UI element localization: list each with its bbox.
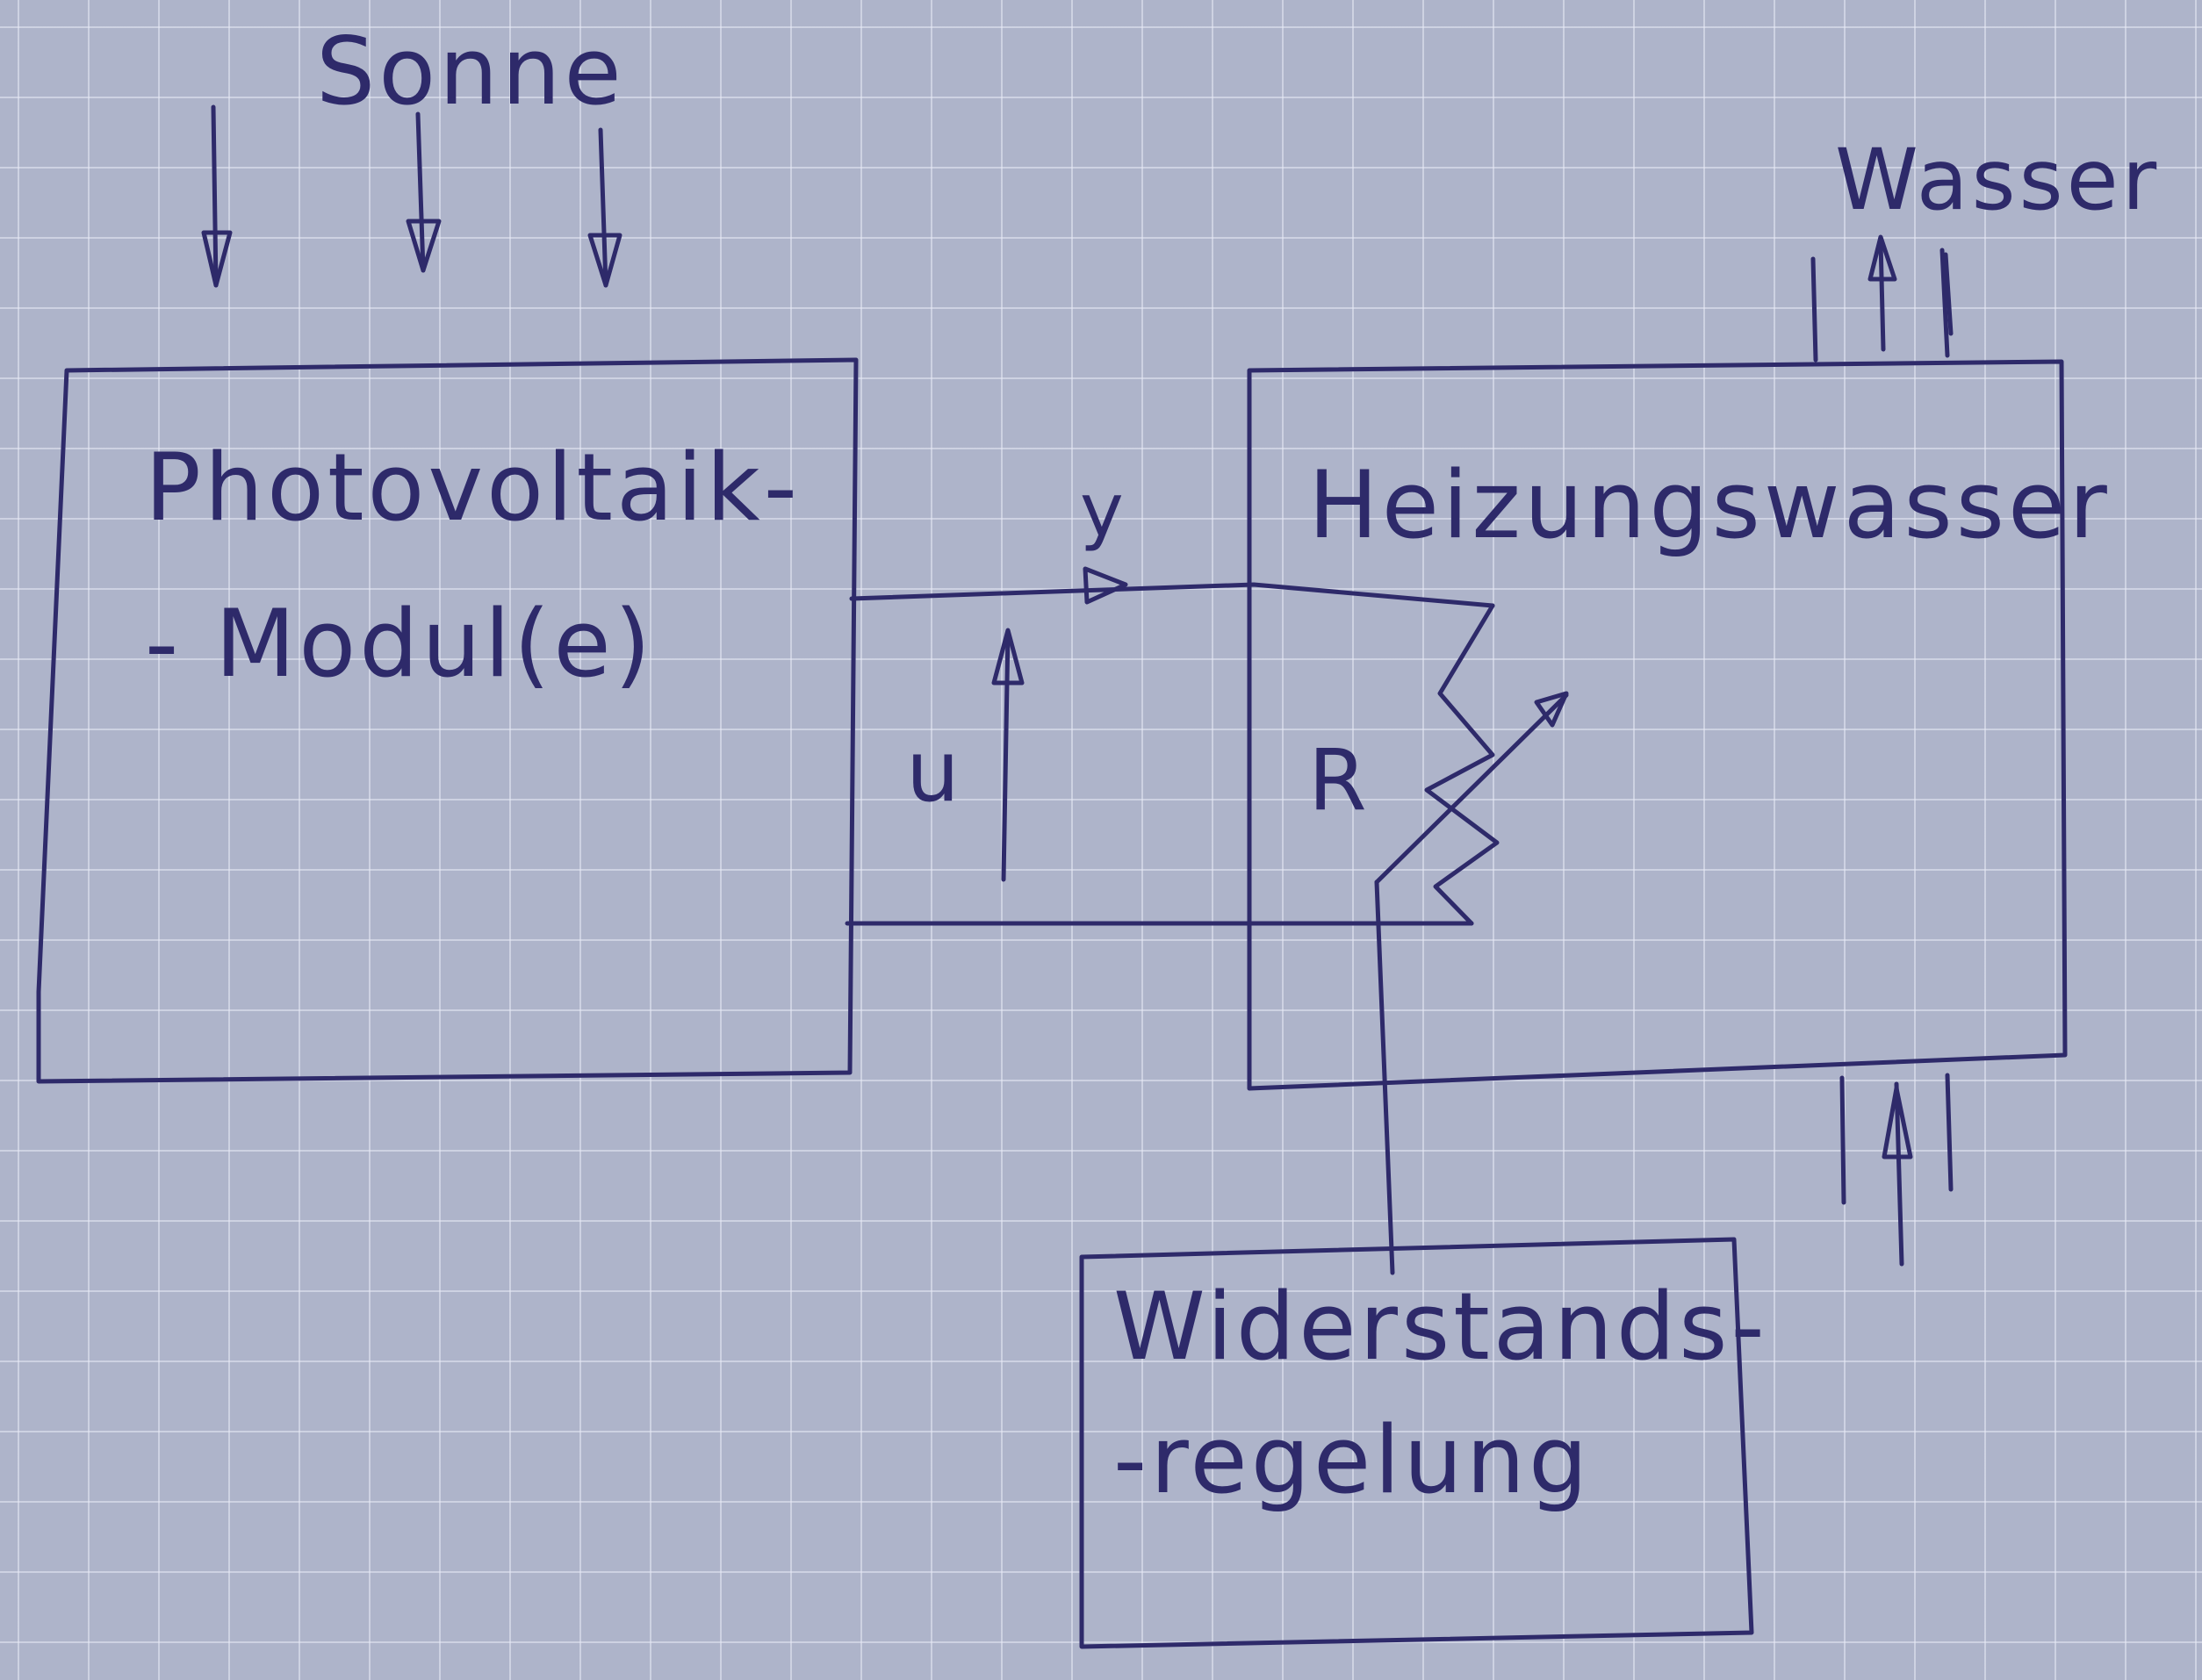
- pv-label-line1: Photovoltaik-: [145, 434, 801, 542]
- pv-module-box: [36, 357, 859, 1084]
- voltage-arrow-head: [991, 628, 1025, 686]
- water-label: Wasser: [1835, 131, 2160, 229]
- sun-rays: [201, 104, 622, 288]
- sun-label: Sonne: [316, 18, 625, 126]
- current-label: y: [1080, 467, 1126, 553]
- current-arrow: [1083, 566, 1128, 605]
- control-label-line2: -regelung: [1113, 1406, 1591, 1514]
- pv-label-line2: - Modul(e): [145, 590, 654, 698]
- sun-ray-arrow: [201, 104, 233, 288]
- resistor-zigzag: [1424, 603, 1500, 926]
- resistance-control-box: [1079, 1237, 1754, 1649]
- resistor-adjust-arrow-head: [1534, 691, 1569, 728]
- heating-label: Heizungswasser: [1308, 451, 2111, 559]
- control-line: [1374, 879, 1395, 1275]
- wire-top: [849, 582, 1495, 608]
- sun-ray-arrow: [406, 111, 442, 273]
- resistor-adjust-arrow: [1374, 693, 1569, 885]
- water-inlet: [1839, 1073, 1954, 1267]
- water-outlet: [1810, 234, 1954, 363]
- voltage-arrow-shaft: [1001, 629, 1011, 882]
- sun-ray-arrow: [587, 127, 622, 288]
- heating-water-tank: [1247, 359, 2068, 1091]
- voltage-label: u: [906, 722, 963, 821]
- resistor-label: R: [1308, 731, 1371, 829]
- control-label-line1: Widerstands-: [1113, 1273, 1768, 1381]
